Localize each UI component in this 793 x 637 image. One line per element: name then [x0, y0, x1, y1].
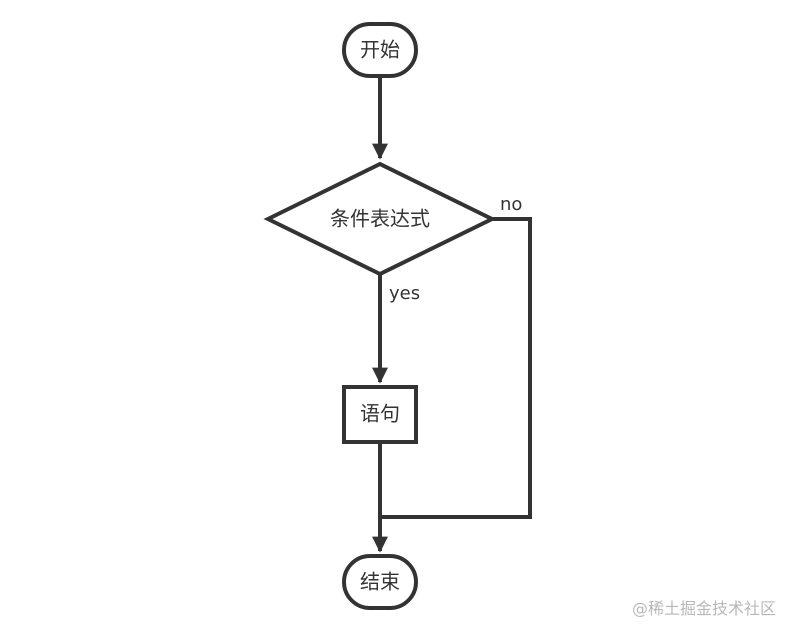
start-node: 开始: [342, 22, 418, 78]
condition-node: 条件表达式: [263, 161, 497, 277]
condition-node-label: 条件表达式: [330, 207, 430, 231]
start-node-shape: [342, 22, 418, 78]
end-node: 结束: [342, 554, 418, 610]
watermark-text: @稀土掘金技术社区: [632, 599, 776, 618]
statement-node-shape: [342, 385, 418, 444]
start-node-label: 开始: [360, 38, 400, 62]
condition-node-shape: [263, 161, 497, 277]
yes-edge-label: yes: [389, 283, 420, 304]
no-edge-label: no: [500, 194, 522, 215]
end-node-shape: [342, 554, 418, 610]
statement-node-label: 语句: [360, 402, 400, 426]
no-branch-line: [380, 217, 532, 519]
statement-node: 语句: [342, 385, 418, 444]
end-node-label: 结束: [360, 570, 400, 594]
